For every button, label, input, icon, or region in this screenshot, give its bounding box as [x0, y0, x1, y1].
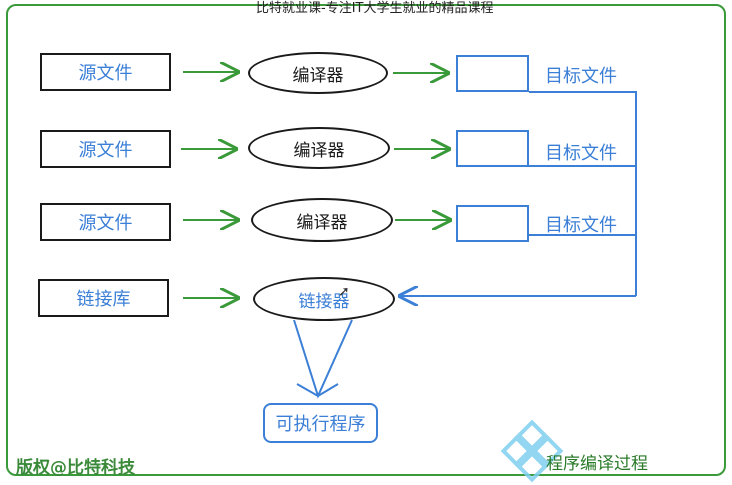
- mouse-pointer-icon: ➚: [338, 284, 350, 300]
- target-file-label-3: 目标文件: [545, 215, 617, 236]
- linker-node: 链接器: [253, 277, 395, 321]
- diagram-frame: 比特就业课-专注IT大学生就业的精品课程: [6, 1, 726, 476]
- compiler-node-3: 编译器: [251, 198, 393, 242]
- compiler-node-1: 编译器: [248, 52, 388, 94]
- target-file-box-1: [456, 55, 529, 92]
- arrow-linker-to-executable-head: [296, 383, 339, 398]
- copyright-text: 版权@比特科技: [16, 458, 135, 478]
- target-file-box-3: [456, 205, 529, 242]
- process-title: 程序编译过程: [546, 454, 648, 474]
- target-file-box-2: [456, 130, 529, 167]
- target-file-label-1: 目标文件: [545, 66, 617, 87]
- arrow-linker-to-executable: [293, 319, 353, 399]
- collector-from-target-1: [529, 91, 637, 296]
- link-library-box: 链接库: [38, 279, 169, 317]
- compiler-node-2: 编译器: [248, 127, 390, 169]
- top-caption: 比特就业课-专注IT大学生就业的精品课程: [256, 1, 494, 16]
- executable-box: 可执行程序: [263, 403, 378, 443]
- target-file-label-2: 目标文件: [545, 143, 617, 164]
- diamond-logo-icon: [500, 419, 564, 483]
- source-file-box-1: 源文件: [40, 53, 171, 91]
- source-file-box-3: 源文件: [40, 203, 171, 241]
- source-file-box-2: 源文件: [40, 130, 171, 168]
